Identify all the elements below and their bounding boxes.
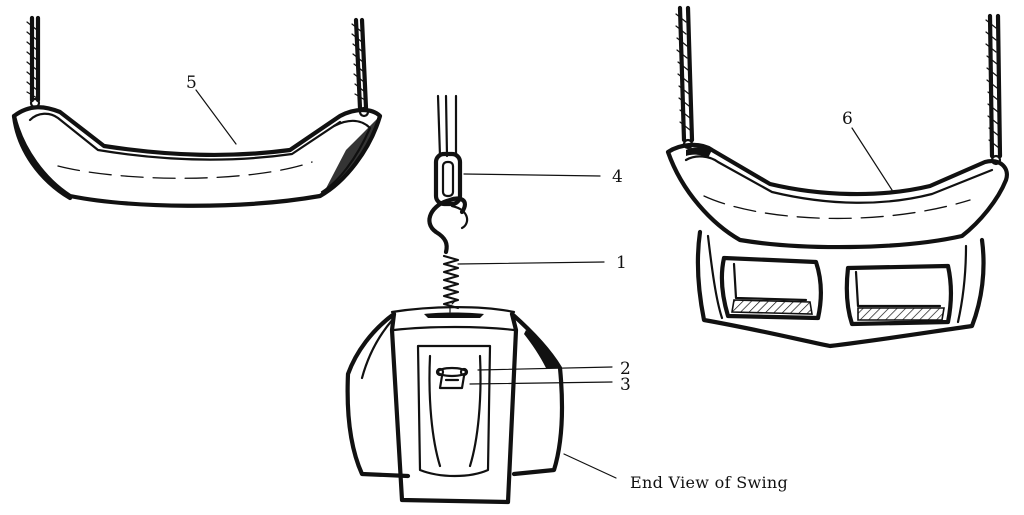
- callout-5: 5: [186, 73, 237, 145]
- callout-4-label: 4: [612, 167, 623, 187]
- callout-2: 2: [477, 359, 631, 379]
- hanger-assembly: [427, 94, 469, 313]
- callout-4-leader: [463, 173, 601, 177]
- callout-3-label: 3: [620, 375, 631, 395]
- callout-1-label: 1: [616, 253, 627, 273]
- caption-group: End View of Swing: [563, 453, 788, 492]
- right-rope-right: [985, 13, 1003, 166]
- left-rope-left: [26, 15, 41, 109]
- caption-leader: [563, 453, 617, 479]
- callout-5-label: 5: [186, 73, 197, 93]
- callout-6-label: 6: [842, 109, 853, 129]
- end-view-caption: End View of Swing: [630, 473, 788, 492]
- callout-2-leader: [477, 366, 613, 371]
- callout-6-leader: [851, 127, 893, 191]
- chain-link: [433, 151, 463, 207]
- end-view-of-swing: [345, 306, 565, 505]
- callout-3-leader: [469, 381, 613, 385]
- callout-1: 1: [457, 253, 627, 273]
- left-rope-right: [351, 17, 370, 118]
- callout-4: 4: [463, 167, 623, 187]
- callout-1-leader: [457, 261, 605, 265]
- callout-2-label: 2: [620, 359, 631, 379]
- right-rope-left: [675, 5, 695, 150]
- callout-5-leader: [195, 89, 237, 145]
- bucket-seat-drawing: [665, 5, 1009, 349]
- callout-6: 6: [842, 109, 893, 191]
- spring: [442, 254, 460, 310]
- belt-seat-drawing: [11, 15, 383, 208]
- callout-3: 3: [469, 375, 631, 395]
- s-hook: [427, 196, 467, 255]
